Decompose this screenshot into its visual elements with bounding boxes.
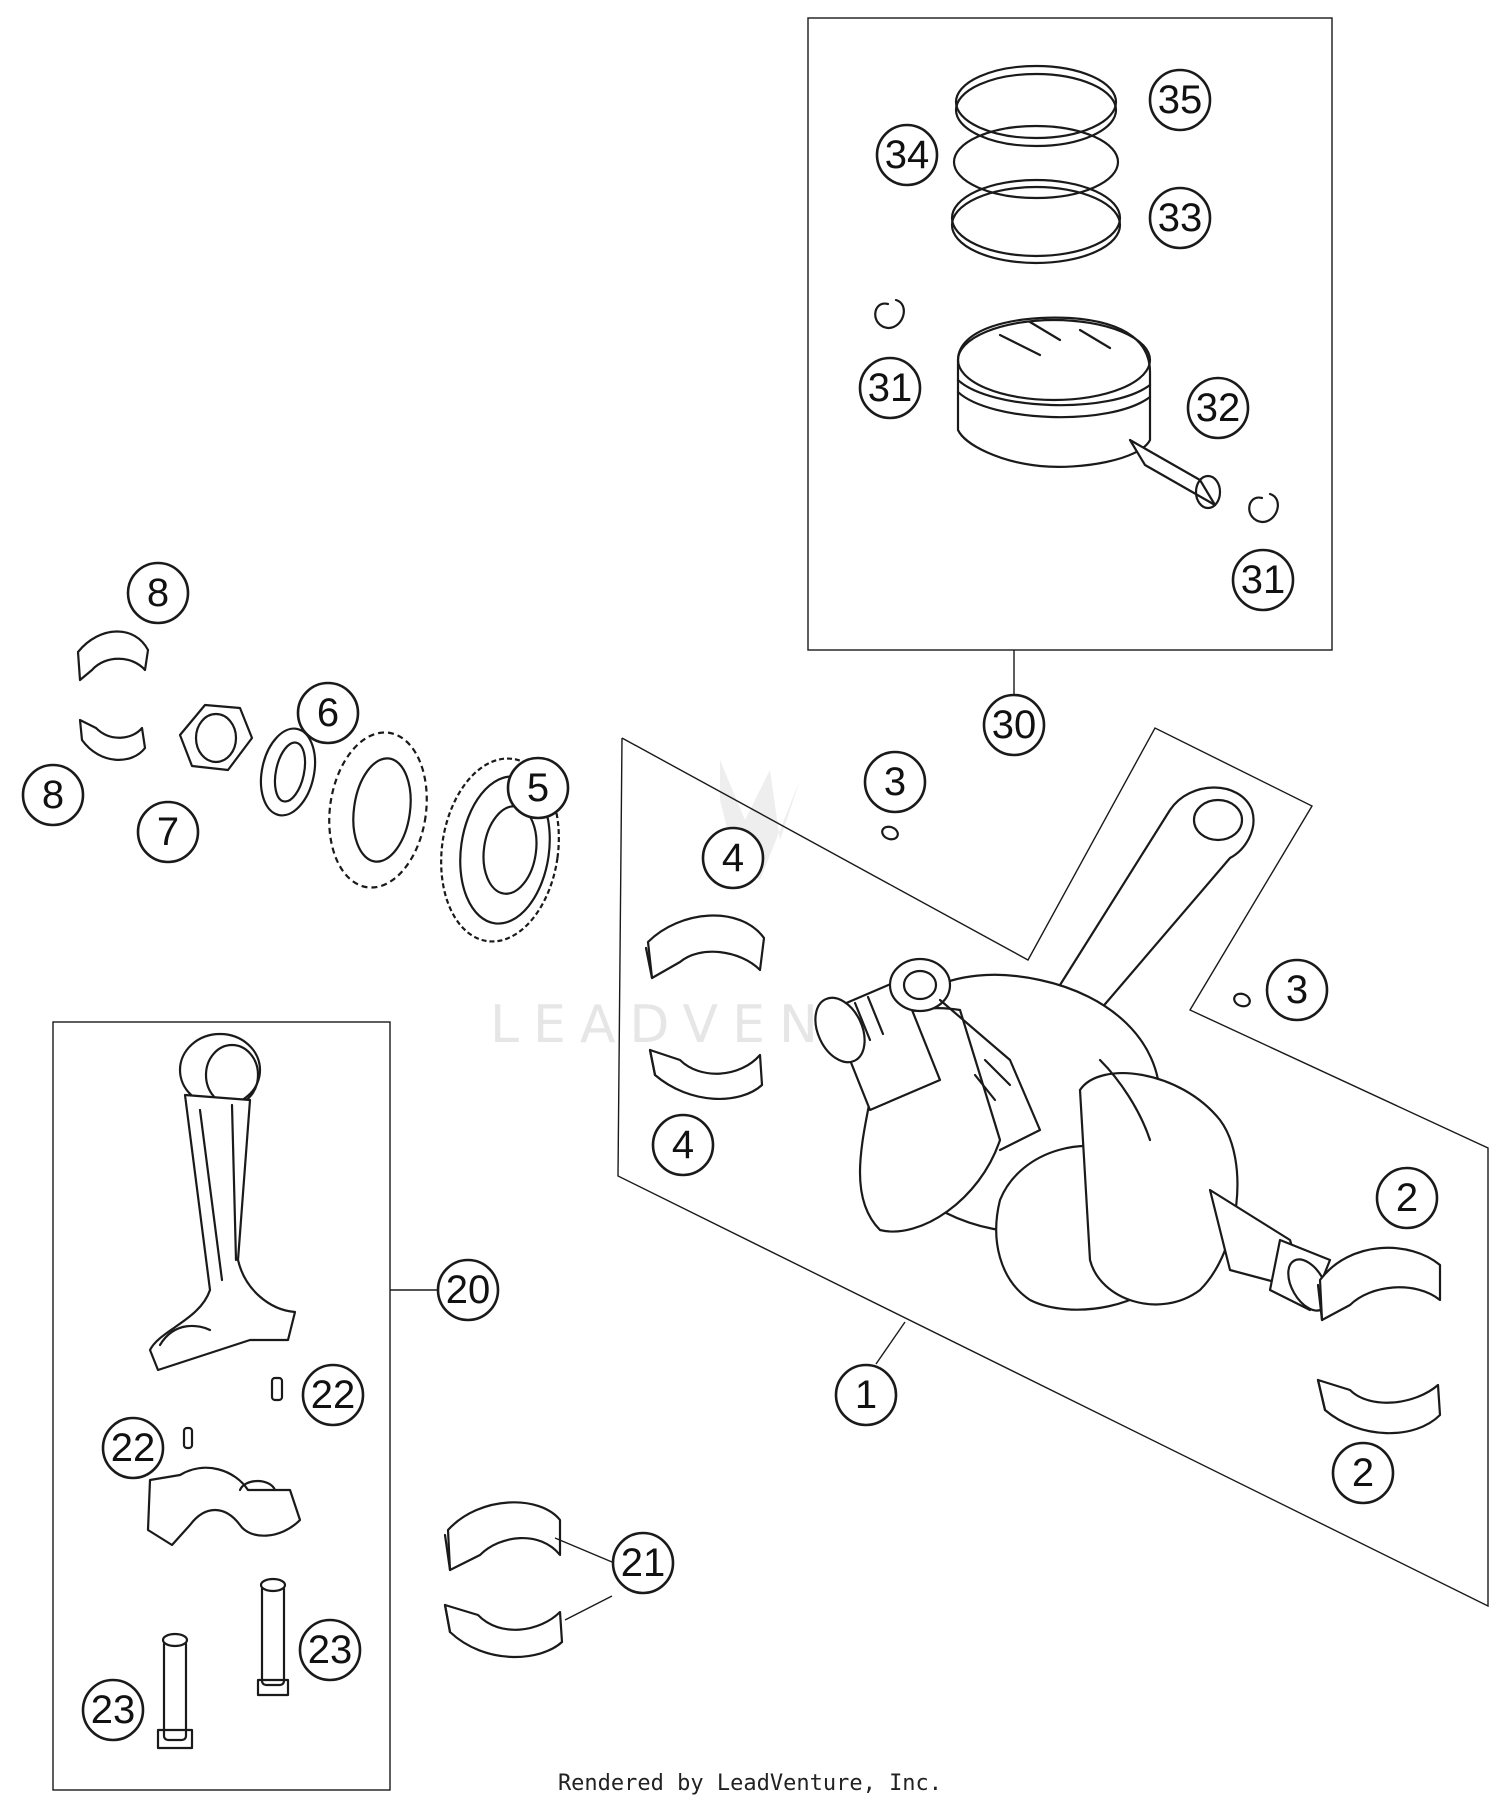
piston-kit-box — [807, 17, 1333, 690]
callout-6: 6 — [296, 681, 360, 745]
callout-32: 32 — [1186, 376, 1250, 440]
callout-22-left: 22 — [101, 1416, 165, 1480]
callout-label: 7 — [157, 810, 179, 854]
connecting-rod — [146, 1032, 302, 1750]
callout-3-right: 3 — [1265, 958, 1329, 1022]
callout-label: 30 — [992, 703, 1037, 747]
callout-23-left: 23 — [81, 1678, 145, 1742]
callout-label: 3 — [884, 760, 906, 804]
callout-label: 33 — [1158, 196, 1203, 240]
callout-2-top: 2 — [1375, 1166, 1439, 1230]
main-bearings-left — [644, 914, 766, 1100]
callout-8-top: 8 — [126, 561, 190, 625]
callout-label: 31 — [1241, 558, 1286, 602]
piston — [874, 298, 1279, 524]
callout-33: 33 — [1148, 186, 1212, 250]
callout-label: 23 — [308, 1628, 353, 1672]
callout-4-bottom: 4 — [651, 1113, 715, 1177]
callout-31-bottom: 31 — [1231, 548, 1295, 612]
callout-5: 5 — [506, 756, 570, 820]
callout-20: 20 — [436, 1258, 500, 1322]
piston-rings — [950, 64, 1122, 265]
callout-2-bottom: 2 — [1331, 1441, 1395, 1505]
conrod-bearings — [443, 1501, 613, 1658]
callout-label: 22 — [111, 1426, 156, 1470]
crankshaft-kit-box — [617, 727, 1489, 1608]
callout-3-top: 3 — [863, 750, 927, 814]
callout-label: 8 — [42, 773, 64, 817]
callout-label: 6 — [317, 691, 339, 735]
callout-label: 23 — [91, 1688, 136, 1732]
main-bearings-right — [1316, 1246, 1442, 1435]
callout-22-right: 22 — [301, 1363, 365, 1427]
crank-end-parts — [76, 630, 560, 943]
callout-21: 21 — [611, 1531, 675, 1595]
callout-label: 22 — [311, 1373, 356, 1417]
callout-label: 1 — [855, 1373, 877, 1417]
callout-label: 32 — [1196, 386, 1241, 430]
callout-label: 4 — [672, 1123, 694, 1167]
callout-label: 21 — [621, 1541, 666, 1585]
callout-23-right: 23 — [298, 1618, 362, 1682]
callout-30: 30 — [982, 693, 1046, 757]
conrod-kit-box — [52, 1021, 438, 1791]
callout-label: 2 — [1396, 1176, 1418, 1220]
callout-label: 34 — [885, 133, 930, 177]
callout-8-left: 8 — [21, 763, 85, 827]
callout-4-top: 4 — [701, 826, 765, 890]
callout-1: 1 — [834, 1363, 898, 1427]
callout-label: 5 — [527, 766, 549, 810]
callout-34: 34 — [875, 123, 939, 187]
callout-7: 7 — [136, 800, 200, 864]
footer-credit: Rendered by LeadVenture, Inc. — [558, 1771, 942, 1796]
callout-label: 2 — [1352, 1451, 1374, 1495]
callout-35: 35 — [1148, 68, 1212, 132]
callout-label: 31 — [868, 366, 913, 410]
callout-label: 20 — [446, 1268, 491, 1312]
callout-label: 4 — [722, 836, 744, 880]
callout-label: 35 — [1158, 78, 1203, 122]
crankshaft-assembly — [814, 786, 1332, 1312]
callout-label: 8 — [147, 571, 169, 615]
callout-label: 3 — [1286, 968, 1308, 1012]
callout-31-top: 31 — [858, 356, 922, 420]
